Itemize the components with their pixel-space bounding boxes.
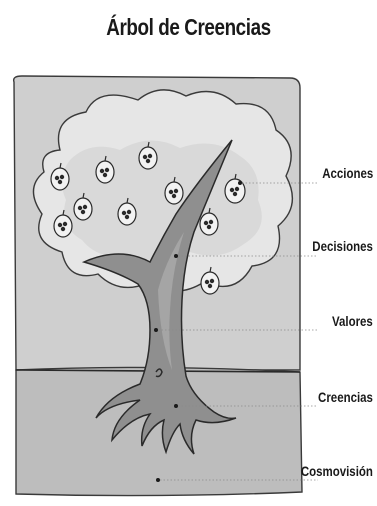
- trunk-knot: [155, 368, 163, 378]
- trunk-highlight: [158, 232, 184, 370]
- anchor-dot-cosmovision: [156, 478, 160, 482]
- anchor-dot-creencias: [174, 404, 178, 408]
- fruit: [117, 197, 137, 226]
- fruit: [199, 207, 219, 236]
- anchor-dot-acciones: [238, 181, 242, 185]
- anchor-dot-valores: [154, 328, 158, 332]
- fruit: [200, 266, 220, 295]
- anchor-dot-decisiones: [174, 254, 178, 258]
- ground-panel: [15, 366, 303, 497]
- label-decisiones: Decisiones: [312, 238, 373, 254]
- fruit: [138, 141, 158, 170]
- fruit-group: [50, 141, 246, 295]
- label-acciones: Acciones: [321, 165, 373, 181]
- leader-lines: [158, 182, 318, 481]
- label-valores: Valores: [332, 313, 373, 329]
- fruit: [164, 176, 184, 205]
- fruit: [53, 209, 73, 238]
- fruit: [73, 192, 93, 221]
- fruit: [95, 155, 115, 184]
- label-cosmovision: Cosmovisión: [300, 463, 373, 479]
- label-creencias: Creencias: [318, 389, 373, 405]
- anchor-dots: [154, 181, 242, 482]
- diagram-title: Árbol de Creencias: [106, 14, 271, 40]
- fruit: [50, 162, 70, 191]
